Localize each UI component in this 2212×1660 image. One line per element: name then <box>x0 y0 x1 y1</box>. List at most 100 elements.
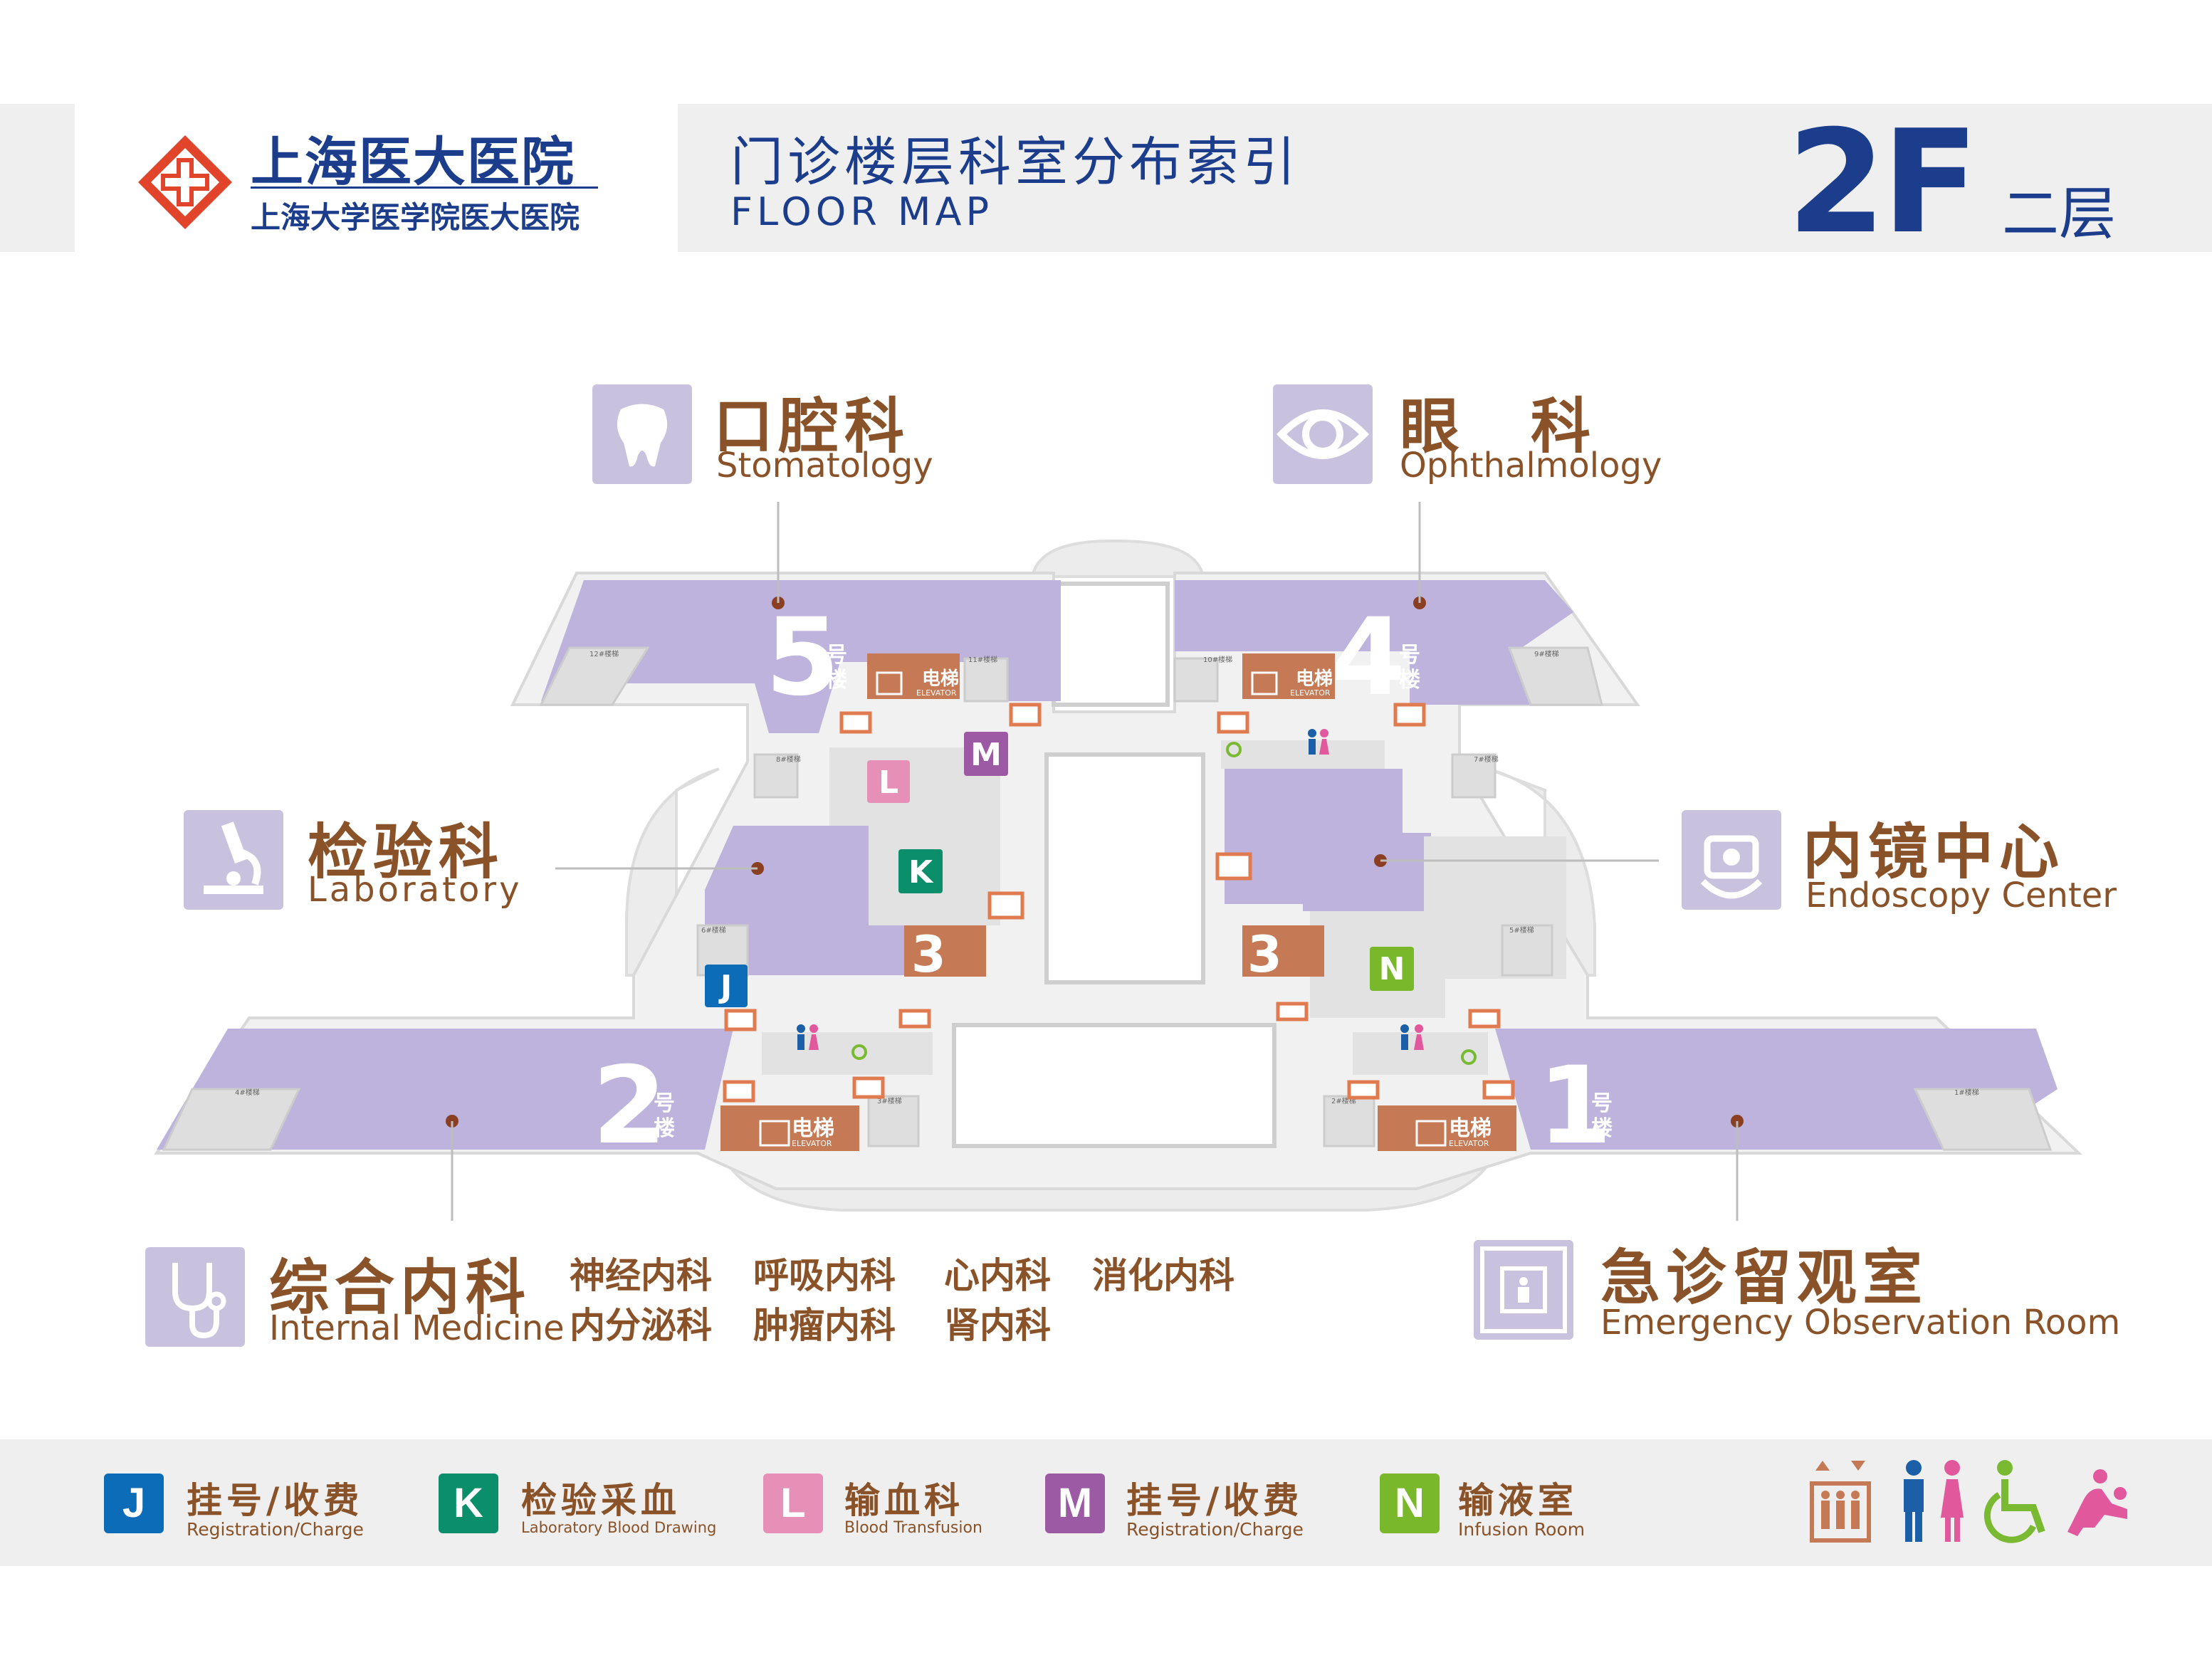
sub-department: 呼吸内科 <box>753 1255 896 1296</box>
service-room <box>1221 740 1385 769</box>
map-marker-letter: N <box>1379 951 1405 987</box>
elevator-label: 电梯 <box>792 1116 834 1141</box>
service-room <box>762 1032 933 1075</box>
corridor-outline <box>625 767 720 977</box>
map-marker-l <box>867 760 910 803</box>
building-suffix: 号 <box>826 643 847 668</box>
building-suffix: 号 <box>1399 643 1420 668</box>
stair-label: 11#楼梯 <box>968 655 997 664</box>
corridor-outline <box>1030 540 1205 578</box>
direction-arrow <box>723 703 1515 1103</box>
restroom-icon <box>1904 1460 1964 1542</box>
dept-stomatology-en: Stomatology <box>716 446 933 485</box>
restroom-icon <box>797 729 1424 1050</box>
dept-stomatology-cn: 口腔科 <box>713 392 911 461</box>
sub-department: 心内科 <box>944 1255 1051 1296</box>
building-suffix: 楼 <box>826 668 847 693</box>
dept-endoscopy-cn: 内镜中心 <box>1803 817 2065 887</box>
legend-label-cn: 检验采血 <box>521 1480 681 1521</box>
sub-department: 肿瘤内科 <box>753 1305 896 1346</box>
elevator-label-en: ELEVATOR <box>916 688 957 698</box>
accessible-icon <box>1983 1460 2045 1543</box>
eye-icon <box>1273 384 1373 484</box>
map-marker-letter: K <box>908 854 934 891</box>
legend-badge-l: L <box>763 1473 823 1533</box>
legend-badge-m: M <box>1045 1473 1105 1533</box>
legend-label-cn: 挂号/收费 <box>1126 1480 1304 1521</box>
dept-ophthalmology-cn: 眼 科 <box>1400 392 1597 461</box>
bed-icon <box>1474 1240 1573 1340</box>
elevator-label: 电梯 <box>922 668 959 690</box>
elevator-icon <box>1810 1461 1871 1543</box>
brand-divider <box>251 187 598 189</box>
stair-label: 1#楼梯 <box>1954 1088 1979 1097</box>
map-marker-letter: L <box>879 765 898 801</box>
legend-label-cn: 挂号/收费 <box>187 1480 364 1521</box>
dept-laboratory-cn: 检验科 <box>308 817 505 887</box>
header-band-left <box>0 104 75 252</box>
stair-label: 5#楼梯 <box>1509 925 1534 935</box>
legend-badge-k: K <box>439 1473 498 1533</box>
legend-label-en: Laboratory Blood Drawing <box>521 1519 717 1536</box>
sub-department: 神经内科 <box>570 1255 712 1296</box>
legend-label-en: Registration/Charge <box>187 1519 364 1540</box>
stairwell <box>162 1088 301 1151</box>
dept-laboratory-en: Laboratory <box>308 870 523 910</box>
stairwell <box>539 646 650 706</box>
elevator-label-en: ELEVATOR <box>1449 1139 1489 1148</box>
dept-emergency-cn: 急诊留观室 <box>1600 1243 1929 1313</box>
hospital-name: 上海医大医院 <box>251 132 575 193</box>
stair-label: 8#楼梯 <box>776 755 801 764</box>
building-suffix: 号 <box>654 1091 675 1116</box>
building-number: 4 <box>1331 596 1405 720</box>
building-number: 3 <box>911 925 946 984</box>
legend-badge-j: J <box>104 1473 164 1533</box>
stair-label: 6#楼梯 <box>701 925 726 935</box>
building-suffix: 楼 <box>654 1116 675 1141</box>
stair-label: 9#楼梯 <box>1534 649 1559 658</box>
stairwell <box>1913 1088 2053 1151</box>
map-marker-letter: J <box>718 969 732 1005</box>
room-emergency <box>1495 1029 2058 1150</box>
accessible-icon <box>851 742 1477 1065</box>
legend-label-cn: 输液室 <box>1458 1480 1578 1521</box>
map-marker-letter: M <box>970 737 1002 773</box>
building-suffix: 楼 <box>1591 1116 1613 1141</box>
building-number: 1 <box>1538 1044 1612 1168</box>
building-suffix: 楼 <box>1399 668 1420 693</box>
room-endoscopy <box>1225 769 1431 911</box>
map-marker-m <box>964 732 1008 776</box>
dept-internal-medicine-en: Internal Medicine <box>269 1308 565 1348</box>
courtyard <box>1052 582 1170 707</box>
map-marker-k <box>898 849 943 893</box>
floor-code: 2F <box>1787 100 1979 266</box>
legend-label-en: Registration/Charge <box>1126 1519 1304 1540</box>
elevator-label-en: ELEVATOR <box>792 1139 832 1148</box>
stairwell <box>1451 753 1496 799</box>
stair-label: 12#楼梯 <box>589 649 619 658</box>
building-number: 5 <box>765 596 839 720</box>
sub-department: 内分泌科 <box>570 1305 712 1346</box>
elevator-label: 电梯 <box>1449 1116 1492 1141</box>
building-suffix: 号 <box>1591 1091 1613 1116</box>
dept-endoscopy-en: Endoscopy Center <box>1805 876 2117 915</box>
dept-internal-medicine-cn: 综合内科 <box>269 1253 532 1323</box>
leader-line <box>451 502 1739 1221</box>
courtyard <box>952 1023 1277 1148</box>
header-band-right <box>678 104 2212 252</box>
room-stomatology <box>541 580 1061 733</box>
stairwell <box>1173 657 1219 703</box>
page-title-en: FLOOR MAP <box>730 189 994 234</box>
room-internal-medicine <box>157 1029 733 1150</box>
floor-name-cn: 二层 <box>2002 181 2116 247</box>
room-ophthalmology <box>1175 580 1573 705</box>
elevator-label: 电梯 <box>1296 668 1333 690</box>
legend-label-en: Infusion Room <box>1458 1519 1585 1540</box>
legend-label-en: Blood Transfusion <box>844 1519 982 1537</box>
hospital-logo-icon <box>138 135 232 229</box>
sub-department: 消化内科 <box>1092 1255 1235 1296</box>
stairwell <box>753 753 799 799</box>
tooth-icon <box>592 384 692 484</box>
elevator-block <box>720 653 1516 1151</box>
